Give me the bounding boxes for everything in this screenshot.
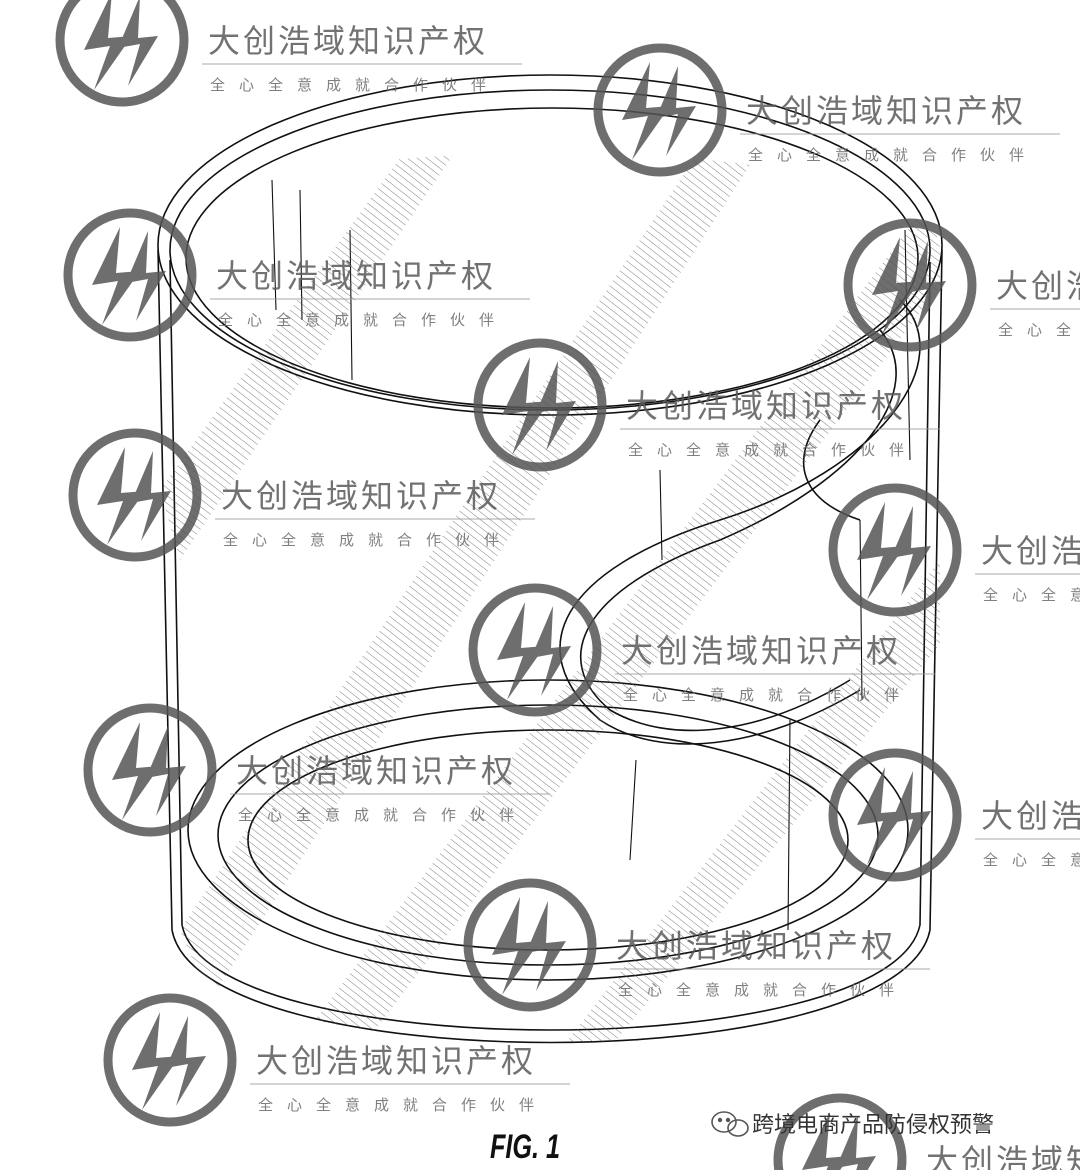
watermark-title: 大创浩域知识产权 xyxy=(621,632,901,670)
watermark-title: 大创浩域知识产权 xyxy=(981,797,1080,835)
wechat-icon xyxy=(711,1111,749,1137)
watermark-subtitle: 全心全意成就合作伙伴 xyxy=(210,76,500,94)
dachuang-lightning-logo-icon xyxy=(463,878,597,1012)
dachuang-lightning-logo-icon xyxy=(828,748,962,882)
dachuang-lightning-logo-icon xyxy=(773,1093,907,1170)
dachuang-lightning-logo-icon xyxy=(55,0,189,107)
watermark-title: 大创浩域知识产权 xyxy=(626,387,906,425)
left-wall-inner xyxy=(169,259,183,926)
dachuang-lightning-logo-icon xyxy=(593,43,727,177)
dachuang-lightning-logo-icon xyxy=(828,483,962,617)
watermark-title: 大创浩域知识产权 xyxy=(208,22,488,60)
dachuang-lightning-logo-icon xyxy=(468,583,602,717)
watermark-title: 大创浩域知识产权 xyxy=(926,1142,1080,1170)
figure-label: FIG. 1 xyxy=(490,1128,560,1166)
left-wall xyxy=(157,249,173,931)
watermark-subtitle: 全心全意成就合作伙伴 xyxy=(998,321,1080,339)
watermark-title: 大创浩域知识产权 xyxy=(221,477,501,515)
dachuang-lightning-logo-icon xyxy=(843,218,977,352)
watermark-layer: 大创浩域知识产权全心全意成就合作伙伴大创浩域知识产权全心全意成就合作伙伴大创浩域… xyxy=(55,0,1080,1170)
watermark-subtitle: 全心全意成就合作伙伴 xyxy=(628,441,918,459)
footer-account: 跨境电商产品防侵权预警 xyxy=(711,1111,994,1138)
watermark-subtitle: 全心全意成就合作伙伴 xyxy=(218,311,508,329)
watermark-subtitle: 全心全意成就合作伙伴 xyxy=(618,981,908,999)
dachuang-lightning-logo-icon xyxy=(63,208,197,342)
watermark-title: 大创浩域知识产权 xyxy=(996,267,1080,305)
dachuang-lightning-logo-icon xyxy=(68,428,202,562)
watermark-title: 大创浩域知识产权 xyxy=(216,257,496,295)
watermark-subtitle: 全心全意成就合作伙伴 xyxy=(983,851,1080,869)
bottom-rim-inner xyxy=(181,924,921,1031)
dachuang-lightning-logo-icon xyxy=(103,993,237,1127)
watermark-title: 大创浩域知识产权 xyxy=(981,532,1080,570)
bottom-rim-front xyxy=(171,929,931,1044)
watermark-title: 大创浩域知识产权 xyxy=(616,927,896,965)
watermark-title: 大创浩域知识产权 xyxy=(256,1042,536,1080)
watermark-subtitle: 全心全意成就合作伙伴 xyxy=(623,686,913,704)
dachuang-lightning-logo-icon xyxy=(83,703,217,837)
watermark-title: 大创浩域知识产权 xyxy=(746,92,1026,130)
watermark-subtitle: 全心全意成就合作伙伴 xyxy=(223,531,513,549)
watermark-title: 大创浩域知识产权 xyxy=(236,752,516,790)
watermark-subtitle: 全心全意成就合作伙伴 xyxy=(748,146,1038,164)
watermark-subtitle: 全心全意成就合作伙伴 xyxy=(983,586,1080,604)
reflection-hatching xyxy=(160,152,940,1043)
watermark-subtitle: 全心全意成就合作伙伴 xyxy=(238,806,528,824)
watermark-subtitle: 全心全意成就合作伙伴 xyxy=(258,1096,548,1114)
dachuang-lightning-logo-icon xyxy=(473,338,607,472)
footer-account-name: 跨境电商产品防侵权预警 xyxy=(752,1113,994,1138)
